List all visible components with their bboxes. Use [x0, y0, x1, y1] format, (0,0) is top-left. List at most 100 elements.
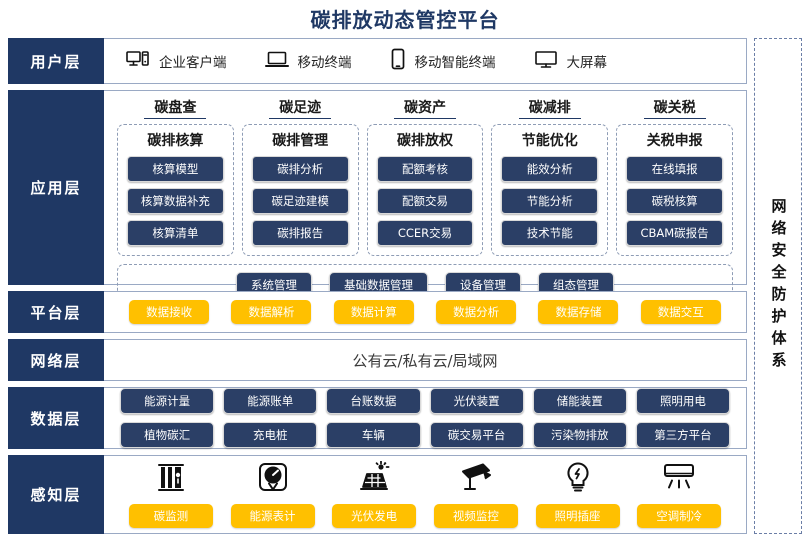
- sense-item-video-surveillance[interactable]: 视频监控: [425, 459, 527, 528]
- platform-chip-data-exchange[interactable]: 数据交互: [640, 300, 721, 324]
- data-chip-energy-bill[interactable]: 能源账单: [223, 388, 318, 414]
- data-row: 植物碳汇 充电桩 车辆 碳交易平台 污染物排放 第三方平台: [120, 422, 731, 448]
- platform-chip-data-analysis[interactable]: 数据分析: [436, 300, 517, 324]
- app-group-card: 碳排管理 碳排分析 碳足迹建模 碳排报告: [241, 124, 359, 256]
- layer-label-perception: 感知层: [8, 455, 104, 534]
- sense-item-label: 碳监测: [128, 504, 213, 528]
- app-group-card: 碳排放权 配额考核 配额交易 CCER交易: [366, 124, 484, 256]
- user-item-large-screen[interactable]: 大屏幕: [534, 50, 607, 73]
- app-feature-pill[interactable]: 技术节能: [501, 220, 599, 246]
- layer-label-application: 应用层: [8, 90, 104, 285]
- cctv-camera-icon: [459, 459, 493, 495]
- layer-body-perception: 碳监测 能源表计: [104, 456, 746, 533]
- app-group-title: 碳足迹: [269, 97, 332, 119]
- layer-label-user: 用户层: [8, 38, 104, 84]
- platform-chip-data-parse[interactable]: 数据解析: [231, 300, 312, 324]
- laptop-icon: [264, 50, 289, 73]
- layer-network: 网络层 公有云/私有云/局域网: [8, 339, 747, 381]
- app-group-carbon-reduction: 碳减排 节能优化 能效分析 节能分析 技术节能: [491, 97, 609, 256]
- data-chip-charging-pile[interactable]: 充电桩: [223, 422, 318, 448]
- app-feature-pill[interactable]: 碳税核算: [626, 188, 723, 214]
- user-item-label: 企业客户端: [159, 55, 227, 71]
- app-group-card: 节能优化 能效分析 节能分析 技术节能: [491, 124, 609, 256]
- air-conditioner-icon: [662, 459, 696, 495]
- app-feature-pill[interactable]: 碳排分析: [251, 156, 349, 182]
- layer-label-data: 数据层: [8, 387, 104, 449]
- sense-item-label: 照明插座: [535, 504, 620, 528]
- user-item-label: 移动智能终端: [414, 55, 496, 71]
- app-feature-pill[interactable]: 碳足迹建模: [251, 188, 349, 214]
- sense-item-label: 能源表计: [230, 504, 315, 528]
- app-group-carbon-inventory: 碳盘查 碳排核算 核算模型 核算数据补充 核算清单: [117, 97, 234, 256]
- sense-item-air-conditioning[interactable]: 空调制冷: [628, 459, 730, 528]
- app-card-head: 碳排核算: [147, 133, 204, 149]
- app-feature-pill[interactable]: 能效分析: [501, 156, 599, 182]
- data-chip-carbon-exchange[interactable]: 碳交易平台: [429, 422, 524, 448]
- platform-chip-data-storage[interactable]: 数据存储: [538, 300, 619, 324]
- app-group-card: 关税申报 在线填报 碳税核算 CBAM碳报告: [616, 124, 733, 256]
- smartphone-icon: [390, 48, 406, 74]
- sense-item-label: 空调制冷: [637, 504, 722, 528]
- monitor-icon: [534, 50, 558, 73]
- app-feature-pill[interactable]: CBAM碳报告: [626, 220, 723, 246]
- layer-body-application: 碳盘查 碳排核算 核算模型 核算数据补充 核算清单 碳足迹 碳排管理 碳排分析 …: [104, 91, 746, 306]
- app-feature-pill[interactable]: 节能分析: [501, 188, 599, 214]
- app-group-carbon-footprint: 碳足迹 碳排管理 碳排分析 碳足迹建模 碳排报告: [241, 97, 359, 256]
- sense-item-label: 视频监控: [433, 504, 518, 528]
- solar-panel-icon: [358, 459, 390, 495]
- security-system-label: 网络安全防护体系: [769, 198, 788, 374]
- app-feature-pill[interactable]: 核算数据补充: [127, 188, 224, 214]
- app-feature-pill[interactable]: 核算模型: [127, 156, 224, 182]
- app-group-card: 碳排核算 核算模型 核算数据补充 核算清单: [117, 124, 234, 256]
- light-bulb-icon: [565, 459, 591, 495]
- app-feature-pill[interactable]: CCER交易: [376, 220, 474, 246]
- layer-label-network: 网络层: [8, 339, 104, 381]
- data-chip-pollutant-emission[interactable]: 污染物排放: [532, 422, 627, 448]
- desktop-tower-icon: [126, 50, 150, 73]
- app-card-head: 节能优化: [521, 133, 578, 149]
- app-group-title: 碳资产: [393, 97, 456, 119]
- sense-item-label: 光伏发电: [332, 504, 417, 528]
- data-chip-third-party[interactable]: 第三方平台: [635, 422, 731, 448]
- page-title: 碳排放动态管控平台: [310, 8, 500, 32]
- data-chip-plant-carbon-sink[interactable]: 植物碳汇: [120, 422, 215, 448]
- layer-label-platform: 平台层: [8, 291, 104, 333]
- app-feature-pill[interactable]: 碳排报告: [251, 220, 349, 246]
- data-chip-storage-device[interactable]: 储能装置: [532, 388, 627, 414]
- data-chip-vehicle[interactable]: 车辆: [326, 422, 421, 448]
- app-group-carbon-asset: 碳资产 碳排放权 配额考核 配额交易 CCER交易: [366, 97, 484, 256]
- user-item-enterprise-client[interactable]: 企业客户端: [126, 50, 227, 73]
- layer-application: 应用层 碳盘查 碳排核算 核算模型 核算数据补充 核算清单 碳足迹 碳排管理: [8, 90, 747, 306]
- app-group-title: 碳关税: [643, 97, 706, 119]
- platform-chip-data-compute[interactable]: 数据计算: [333, 300, 414, 324]
- user-item-mobile-terminal[interactable]: 移动终端: [264, 50, 352, 73]
- carbon-monitor-icon: [156, 459, 186, 495]
- app-group-carbon-tariff: 碳关税 关税申报 在线填报 碳税核算 CBAM碳报告: [616, 97, 733, 256]
- platform-chip-data-receive[interactable]: 数据接收: [129, 300, 210, 324]
- app-feature-pill[interactable]: 在线填报: [626, 156, 723, 182]
- app-card-head: 碳排放权: [396, 133, 453, 149]
- layer-data: 数据层 能源计量 能源账单 台账数据 光伏装置 储能装置 照明用电 植物碳汇 充…: [8, 387, 747, 449]
- app-feature-pill[interactable]: 核算清单: [127, 220, 224, 246]
- app-card-head: 碳排管理: [272, 133, 329, 149]
- sense-item-carbon-monitor[interactable]: 碳监测: [120, 459, 222, 528]
- app-group-title: 碳盘查: [144, 97, 207, 119]
- sense-item-lighting-socket[interactable]: 照明插座: [527, 459, 629, 528]
- app-feature-pill[interactable]: 配额考核: [376, 156, 474, 182]
- data-chip-lighting-power[interactable]: 照明用电: [635, 388, 731, 414]
- app-feature-pill[interactable]: 配额交易: [376, 188, 474, 214]
- data-chip-energy-metering[interactable]: 能源计量: [120, 388, 215, 414]
- data-row: 能源计量 能源账单 台账数据 光伏装置 储能装置 照明用电: [120, 388, 731, 414]
- layer-perception: 感知层 碳监测: [8, 455, 747, 534]
- layer-platform: 平台层 数据接收 数据解析 数据计算 数据分析 数据存储 数据交互: [8, 291, 747, 333]
- security-system-band: 网络安全防护体系: [754, 38, 802, 534]
- layer-body-platform: 数据接收 数据解析 数据计算 数据分析 数据存储 数据交互: [104, 292, 746, 332]
- data-chip-ledger-data[interactable]: 台账数据: [326, 388, 421, 414]
- app-group-title: 碳减排: [518, 97, 581, 119]
- user-item-smart-terminal[interactable]: 移动智能终端: [390, 48, 496, 74]
- sense-item-pv-generation[interactable]: 光伏发电: [323, 459, 425, 528]
- layer-body-user: 企业客户端 移动终端: [104, 39, 746, 83]
- data-chip-pv-device[interactable]: 光伏装置: [429, 388, 524, 414]
- sense-item-energy-meter[interactable]: 能源表计: [222, 459, 324, 528]
